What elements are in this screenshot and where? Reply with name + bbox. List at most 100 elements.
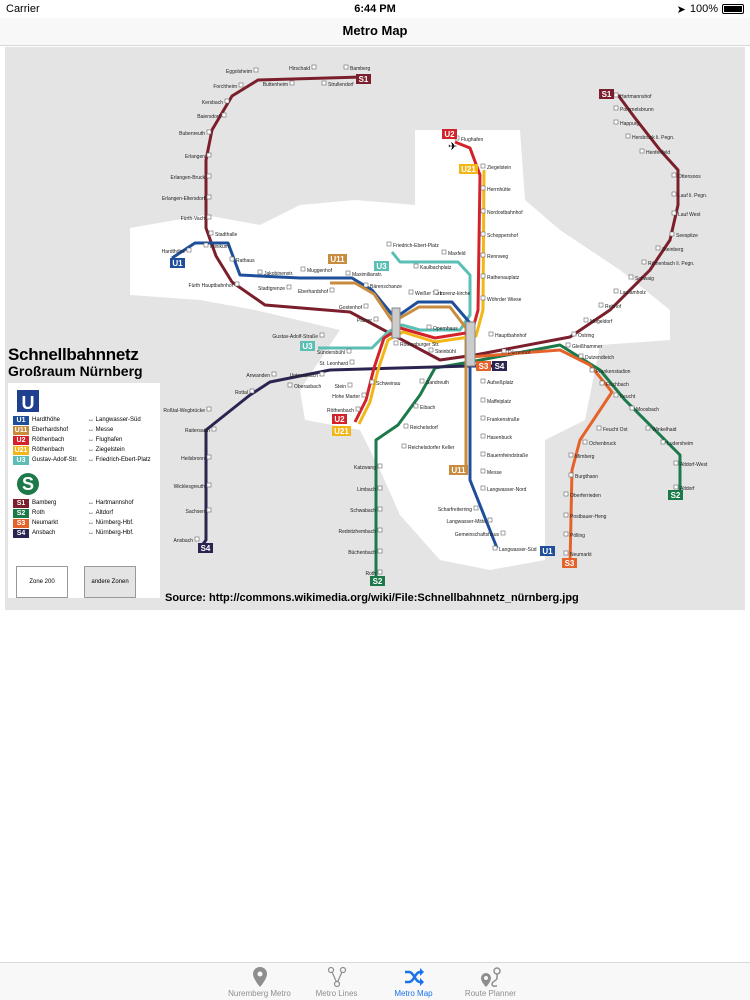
station-label[interactable]: St. Leonhard [319, 361, 348, 367]
station-label[interactable]: Roßtal-Wegbrücke [163, 408, 205, 414]
station-label[interactable]: Pommelsbrunn [620, 107, 654, 113]
station-label[interactable]: Röthenbach li. Pegn. [648, 261, 694, 267]
station-label[interactable]: Roth [365, 571, 376, 577]
station-label[interactable]: Büchenbach [348, 550, 376, 556]
station-label[interactable]: Sündersbühl [317, 350, 345, 356]
station-label[interactable]: Herrnhütte [487, 187, 511, 193]
station-label[interactable]: Erlangen [185, 154, 205, 160]
station-label[interactable]: Bärenschanze [370, 284, 402, 290]
station-label[interactable]: Langwasser-Süd [499, 547, 537, 553]
station-label[interactable]: Dutzendteich [585, 355, 614, 361]
station-label[interactable]: Ludersheim [667, 441, 693, 447]
tab-route-planner[interactable]: Route Planner [452, 963, 529, 1000]
station-label[interactable]: Sachsen [186, 509, 206, 515]
station-label[interactable]: Oberasbach [294, 384, 321, 390]
station-label[interactable]: Schoppershof [487, 233, 518, 239]
station-label[interactable]: Altdorf [680, 486, 695, 492]
station-label[interactable]: Hirschaid [289, 66, 310, 72]
station-label[interactable]: Ostring [578, 333, 594, 339]
station-label[interactable]: Friedrich-Ebert-Platz [393, 243, 439, 249]
station-label[interactable]: Röthenbach [327, 408, 354, 414]
station-label[interactable]: Reichelsdorf [410, 425, 438, 431]
station-label[interactable]: Aufseßplatz [487, 380, 514, 386]
station-label[interactable]: Eggolsheim [226, 69, 252, 75]
station-label[interactable]: Henfenfeld [646, 150, 670, 156]
station-label[interactable]: Weißer Turm [415, 291, 444, 297]
station-label[interactable]: Klinikum [210, 244, 229, 250]
station-label[interactable]: Happurg [620, 121, 639, 127]
station-label[interactable]: Mögeldorf [590, 319, 613, 325]
tab-metro-map[interactable]: Metro Map [375, 963, 452, 1000]
station-label[interactable]: Muggenhof [307, 268, 333, 274]
station-label[interactable]: Eberhardshof [298, 289, 329, 295]
station-label[interactable]: Frankenstadion [596, 369, 631, 375]
station-label[interactable]: Rothenburger Str. [400, 342, 439, 348]
station-label[interactable]: Pölling [570, 533, 585, 539]
station-label[interactable]: Moosbach [636, 407, 659, 413]
station-label[interactable]: Schwaig [635, 276, 654, 282]
tab-nuremberg-metro[interactable]: Nuremberg Metro [221, 963, 298, 1000]
station-label[interactable]: Messe [487, 470, 502, 476]
station-label[interactable]: Maximilianstr. [352, 272, 382, 278]
station-label[interactable]: Frankenstraße [487, 417, 520, 423]
station-label[interactable]: Stein [335, 384, 347, 390]
station-label[interactable]: Winkelhaid [652, 427, 677, 433]
station-label[interactable]: Heilsbronn [181, 456, 205, 462]
station-label[interactable]: Bamberg [350, 66, 371, 72]
station-label[interactable]: Dürrenhof [508, 350, 531, 356]
station-label[interactable]: Hohe Marter [332, 394, 360, 400]
station-label[interactable]: Rottal [235, 390, 248, 396]
station-label[interactable]: Sandreuth [426, 380, 449, 386]
station-label[interactable]: Ottensoos [678, 174, 701, 180]
station-label[interactable]: Scharfreiterring [438, 507, 472, 513]
station-label[interactable]: Steinberg [662, 247, 684, 253]
station-label[interactable]: Hersbruck li. Pegn. [632, 135, 674, 141]
station-label[interactable]: Langwasser-Nord [487, 487, 527, 493]
station-label[interactable]: Gleißhammer [572, 344, 603, 350]
station-label[interactable]: Neumarkt [570, 552, 592, 558]
station-label[interactable]: Fürth-Vach [181, 216, 206, 222]
station-label[interactable]: Hardthöhe [162, 249, 186, 255]
station-label[interactable]: Mimberg [575, 454, 595, 460]
station-label[interactable]: Reichelsdorfer Keller [408, 445, 455, 451]
station-label[interactable]: Oberferrieden [570, 493, 601, 499]
station-label[interactable]: Strullendorf [328, 82, 354, 88]
station-label[interactable]: Rennweg [487, 254, 508, 260]
station-label[interactable]: Fürth Hauptbahnhof [189, 283, 234, 289]
station-label[interactable]: Rehhof [605, 304, 622, 310]
station-label[interactable]: Rathenauplatz [487, 275, 520, 281]
station-label[interactable]: Lorenz-kirche [440, 291, 471, 297]
station-label[interactable]: Wöhrder Wiese [487, 297, 522, 303]
station-label[interactable]: Postbauer-Heng [570, 514, 607, 520]
station-label[interactable]: Lauf li. Pegn. [678, 193, 707, 199]
station-label[interactable]: Burgthann [575, 474, 598, 480]
station-label[interactable]: Kersbach [202, 100, 223, 106]
station-label[interactable]: Forchheim [213, 84, 237, 90]
station-label[interactable]: Lauf West [678, 212, 701, 218]
station-label[interactable]: Nordostbahnhof [487, 210, 523, 216]
station-label[interactable]: Hasenbuck [487, 435, 513, 441]
station-label[interactable]: Eibach [420, 405, 436, 411]
station-label[interactable]: Unterasbach [290, 373, 319, 379]
station-label[interactable]: Rednitzhembach [338, 529, 376, 535]
station-label[interactable]: Fischbach [606, 382, 629, 388]
station-label[interactable]: Rathaus [236, 258, 255, 264]
station-label[interactable]: Jakobinenstr. [264, 271, 293, 277]
station-label[interactable]: Ziegelstein [487, 165, 511, 171]
station-label[interactable]: Baiersdorf [197, 114, 220, 120]
station-label[interactable]: Limbach [357, 487, 376, 493]
station-label[interactable]: Altdorf-West [680, 462, 708, 468]
station-label[interactable]: Bubenreuth [179, 131, 205, 137]
station-label[interactable]: Schwabach [350, 508, 376, 514]
station-label[interactable]: Bauernfeindstraße [487, 453, 528, 459]
station-label[interactable]: Buttenheim [263, 82, 288, 88]
station-label[interactable]: Gustav-Adolf-Straße [272, 334, 318, 340]
station-label[interactable]: Ansbach [174, 538, 194, 544]
station-label[interactable]: Stadthalle [215, 232, 237, 238]
station-label[interactable]: Gostenhof [339, 305, 363, 311]
station-label[interactable]: Kaulbachplatz [420, 265, 452, 271]
tab-metro-lines[interactable]: Metro Lines [298, 963, 375, 1000]
station-label[interactable]: Seespitze [676, 233, 698, 239]
station-label[interactable]: Langwasser-Mitte [447, 519, 487, 525]
